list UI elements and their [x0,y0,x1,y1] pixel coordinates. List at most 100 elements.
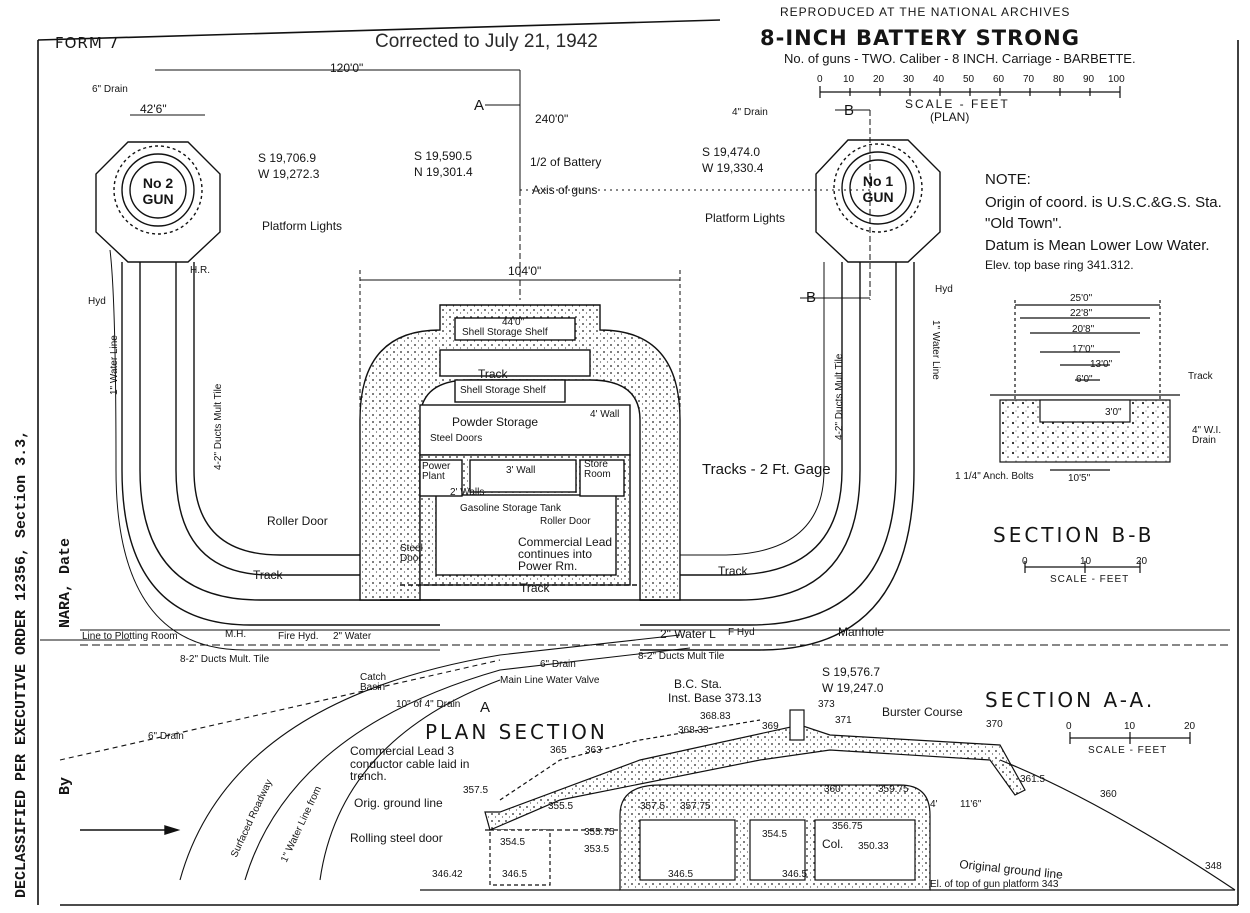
aa-elev: 359.75 [878,784,909,795]
aa-elev: 346.42 [432,869,463,880]
aa-elev: 346.5 [668,869,694,880]
half-battery-label: 1/2 of Battery [530,155,602,169]
roller-door-label: Roller Door [267,514,328,528]
section-marker-a-bottom: A [480,699,491,716]
gun-2-coord-s: S 19,706.9 [258,151,317,165]
bb-dim: 20'8" [1072,324,1095,335]
room-walls-2: 2' Walls [450,487,485,498]
battery-title: 8-INCH BATTERY STRONG [760,26,1080,50]
aa-elev: 357.5 [640,801,666,812]
section-aa-drawing [420,709,1236,891]
ducts-vertical-right: 4-2" Ducts Mult Tile [834,353,845,440]
aa-elev: 373 [818,699,835,710]
section-bb-scale [1024,561,1141,573]
bb-track: Track [1188,371,1213,382]
gun-1-number: No 1 [862,173,894,189]
hydrant-right: Hyd [935,284,953,295]
section-marker-b-bottom: B [806,289,817,306]
aa-scale-label: SCALE - FEET [1088,745,1168,756]
plan-scale-tick: 100 [1108,74,1125,85]
central-magazine [359,304,681,601]
bb-scale-label: SCALE - FEET [1050,574,1130,585]
room-shell-storage-1: Shell Storage Shelf [462,327,548,338]
aa-burster-course: Burster Course [882,705,963,719]
bb-anchor-bolts: 1 1/4" Anch. Bolts [955,471,1034,482]
aa-rolling-door: Rolling steel door [350,831,443,845]
aa-elev: 356.75 [832,821,863,832]
section-bb-title: SECTION B-B [993,523,1155,547]
gun-2-label: GUN [142,191,174,207]
aa-elev: 357.5 [463,785,489,796]
bb-drain: 4" W.I. Drain [1192,425,1222,446]
aa-elev: 355.75 [584,827,615,838]
line-to-plotting-room: Line to Plotting Room [82,631,178,642]
mh-label: M.H. [225,629,247,640]
note-line: "Old Town". [985,215,1063,232]
archives-stamp: REPRODUCED AT THE NATIONAL ARCHIVES [780,5,1071,19]
dim-44: 44'0" [502,317,525,328]
ducts-vertical-left: 4-2" Ducts Mult Tile [213,383,224,470]
section-aa-scale [1069,732,1191,744]
aa-elev: 354.5 [500,837,526,848]
drain-6-mid: 6" Drain [540,659,576,670]
aa-scale-tick: 0 [1066,721,1072,732]
aa-elev: 11'6" [960,799,982,810]
guns-info: No. of guns - TWO. Caliber - 8 INCH. Car… [784,51,1136,66]
aa-elev: 368.33 [678,725,709,736]
room-steel-door: Steel Door [400,543,423,564]
battery-center-s: S 19,590.5 [414,149,473,163]
bc-coord-w: W 19,247.0 [822,681,884,695]
room-wall-4: 4' Wall [590,409,620,420]
gun-2-number: No 2 [142,175,174,191]
aa-elev: 361.5 [1020,774,1046,785]
note-line: Origin of coord. is U.S.C.&G.S. Sta. [985,194,1222,211]
plan-scale-sub: (PLAN) [930,110,970,124]
platform-lights-right: Platform Lights [705,211,786,225]
plan-scale-tick: 40 [933,74,945,85]
ducts-left: 8-2" Ducts Mult. Tile [180,654,270,665]
room-commercial-lead: Commercial Lead continues into Power Rm. [518,535,613,573]
corrected-date: Corrected to July 21, 1942 [375,31,598,52]
gun-1-coord-w: W 19,330.4 [702,161,764,175]
plan-scale-tick: 20 [873,74,885,85]
dim-240: 240'0" [535,112,569,126]
form-number: FORM 7 [55,34,120,52]
margin-lines [37,19,1239,906]
bb-dim: 22'8" [1070,308,1093,319]
fire-hydrant-label: Fire Hyd. [278,631,319,642]
bb-dim: 6'0" [1076,374,1093,385]
bb-scale-tick: 20 [1136,556,1148,567]
plan-scale-tick: 0 [817,74,823,85]
water-2-left: 2" Water [333,631,372,642]
aa-elev: 355.5 [548,801,574,812]
section-marker-a-top: A [474,97,485,114]
note-line: Elev. top base ring 341.312. [985,258,1134,272]
track-center: Track [520,581,550,595]
bc-coord-s: S 19,576.7 [822,665,881,679]
drain-4-label: 4" Drain [732,107,768,118]
gun-2-coord-w: W 19,272.3 [258,167,320,181]
plan-scale-label: SCALE - FEET [905,97,1010,111]
aa-elev: 350.33 [858,841,889,852]
declassified-stamp: DECLASSIFIED PER EXECUTIVE ORDER 12356, … [13,429,30,898]
gun-1-coord-s: S 19,474.0 [702,145,761,159]
tracks-gage: Tracks - 2 Ft. Gage [702,461,831,478]
ducts-right: 8-2" Ducts Mult Tile [638,651,725,662]
plan-scale-tick: 30 [903,74,915,85]
bb-dim: 17'0" [1072,344,1095,355]
room-store-room: Store Room [584,459,611,480]
gun-emplacement-1 [640,139,941,651]
aa-col: Col. [822,837,844,851]
north-arrow [80,825,181,835]
plan-scale-tick: 80 [1053,74,1065,85]
gun-emplacement-2 [95,141,440,651]
bc-station: B.C. Sta. [674,677,723,691]
aa-elev: 354.5 [762,829,788,840]
room-track: Track [478,367,508,381]
plan-scale-tick: 70 [1023,74,1035,85]
catch-basin: Catch Basin [360,672,387,693]
room-roller-door: Roller Door [540,516,591,527]
main-line-water-valve: Main Line Water Valve [500,675,600,686]
dim-104: 104'0" [508,264,542,278]
